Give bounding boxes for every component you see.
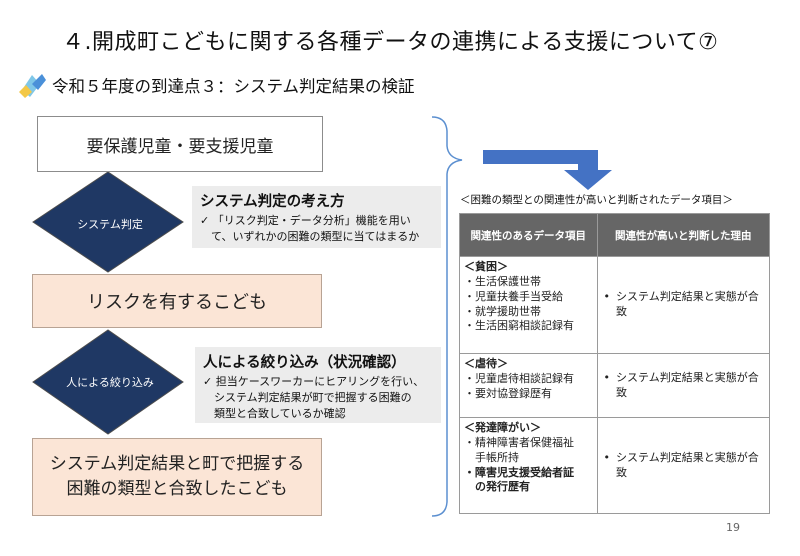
human-narrowing-note: 人による絞り込み（状況確認） ✓ 担当ケースワーカーにヒアリングを行い、 システ… [195, 347, 441, 423]
reason-text: システム判定結果と実態が合致 [616, 450, 759, 479]
table-cell-items: ＜発達障がい＞ ・精神障害者保健福祉 手帳所持 ・障害児支援受給者証 の発行歴有 [459, 417, 598, 514]
data-item: ・精神障害者保健福祉 手帳所持 [464, 435, 574, 464]
brand-logo-icon [19, 74, 46, 98]
table-cell-items: ＜虐待＞ ・児童虐待相談記録有 ・要対協登録歴有 [459, 353, 598, 418]
data-item: ・要対協登録歴有 [464, 386, 552, 400]
data-item: ・生活保護世帯 [464, 274, 541, 288]
data-item: ・障害児支援受給者証 の発行歴有 [464, 465, 574, 494]
table-row: ＜虐待＞ ・児童虐待相談記録有 ・要対協登録歴有 • システム判定結果と実態が合致 [459, 353, 771, 418]
category-label: ＜虐待＞ [464, 357, 508, 370]
decision-diamond-human [32, 329, 184, 435]
system-judgment-note: システム判定の考え方 ✓ 「リスク判定・データ分析」機能を用い て、いずれかの困… [192, 186, 441, 248]
reason-text: システム判定結果と実態が合致 [616, 370, 759, 399]
target-children-box: 要保護児童・要支援児童 [37, 116, 323, 172]
table-row: ＜発達障がい＞ ・精神障害者保健福祉 手帳所持 ・障害児支援受給者証 の発行歴有… [459, 417, 771, 514]
reason-text: システム判定結果と実態が合致 [616, 290, 759, 318]
decision-label-human: 人による絞り込み [66, 376, 154, 389]
category-label: ＜貧困＞ [464, 260, 508, 273]
bent-arrow-icon [483, 150, 612, 190]
decision-label-system: システム判定 [77, 218, 143, 231]
bullet: • [603, 370, 611, 384]
table-cell-items: ＜貧困＞ ・生活保護世帯 ・児童扶養手当受給 ・就学援助世帯 ・生活困窮相談記録… [459, 256, 598, 354]
table-cell-reason: • システム判定結果と実態が合致 [596, 256, 771, 354]
data-item: ・就学援助世帯 [464, 304, 541, 318]
table-cell-reason: • システム判定結果と実態が合致 [596, 417, 771, 514]
bullet: • [603, 290, 611, 304]
decision-diamond-system [32, 171, 184, 273]
matched-children-text: システム判定結果と町で把握する 困難の類型と合致したこども [49, 453, 305, 500]
bullet: • [603, 450, 611, 464]
category-label: ＜発達障がい＞ [464, 421, 541, 434]
human-narrowing-title: 人による絞り込み（状況確認） [203, 355, 406, 371]
data-item: ・児童虐待相談記録有 [464, 371, 574, 385]
table-header-row: 関連性のあるデータ項目 関連性が高いと判断した理由 [459, 213, 771, 257]
system-judgment-title: システム判定の考え方 [200, 194, 345, 210]
data-items-table: 関連性のあるデータ項目 関連性が高いと判断した理由 ＜貧困＞ ・生活保護世帯 ・… [459, 213, 771, 514]
human-narrowing-desc: ✓ 担当ケースワーカーにヒアリングを行い、 システム判定結果が町で把握する困難の… [203, 375, 425, 420]
table-cell-reason: • システム判定結果と実態が合致 [596, 353, 771, 418]
page-title: ４.開成町こどもに関する各種データの連携による支援について⑦ [62, 30, 719, 55]
data-item: ・児童扶養手当受給 [464, 289, 563, 303]
system-judgment-desc: ✓ 「リスク判定・データ分析」機能を用い て、いずれかの困難の類型に当てはまるか [200, 214, 420, 243]
table-header-cell: 関連性が高いと判断した理由 [596, 213, 771, 257]
slide-number: 19 [726, 521, 740, 534]
brace-connector [431, 116, 463, 517]
table-header-cell: 関連性のあるデータ項目 [459, 213, 598, 257]
section-subtitle: 令和５年度の到達点３：システム判定結果の検証 [52, 77, 415, 96]
matched-children-box: システム判定結果と町で把握する 困難の類型と合致したこども [32, 438, 322, 516]
data-item: ・生活困窮相談記録有 [464, 319, 574, 333]
risk-children-box: リスクを有するこども [32, 274, 322, 328]
table-caption: ＜困難の類型との関連性が高いと判断されたデータ項目＞ [460, 194, 733, 206]
table-row: ＜貧困＞ ・生活保護世帯 ・児童扶養手当受給 ・就学援助世帯 ・生活困窮相談記録… [459, 256, 771, 354]
